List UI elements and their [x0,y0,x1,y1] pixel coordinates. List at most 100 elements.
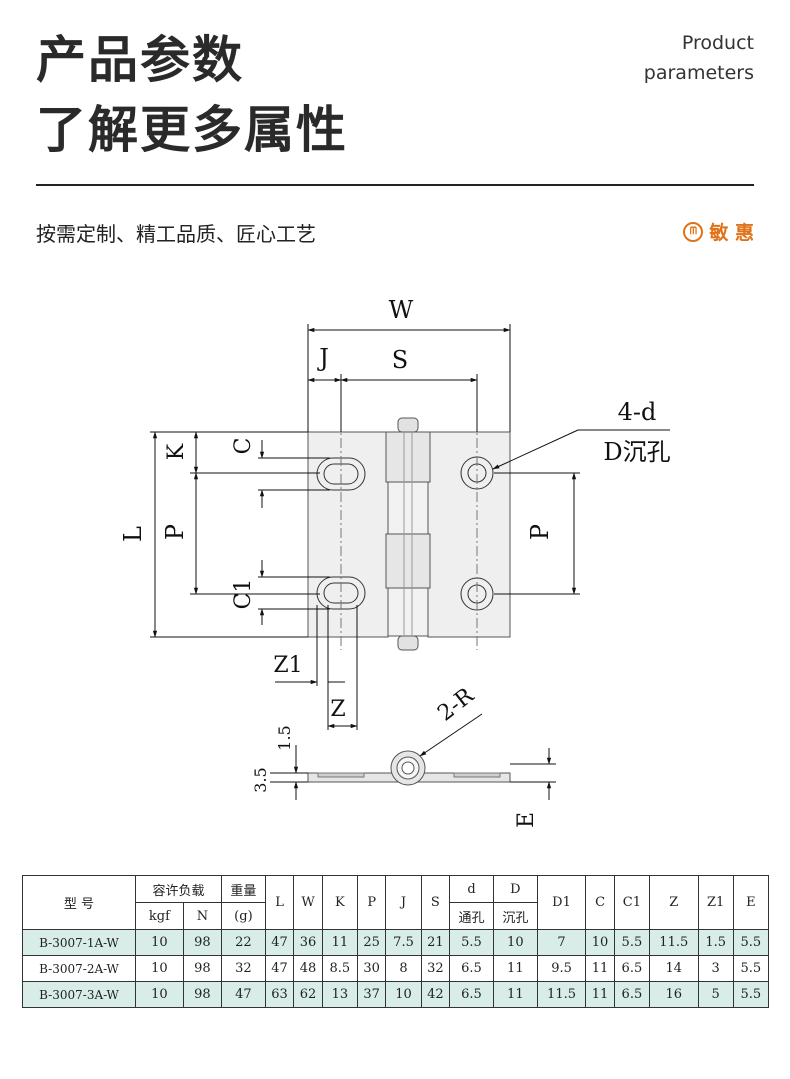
hole-note-line2: D沉孔 [603,438,670,466]
cell: 5 [697,981,734,1008]
cell: 9.5 [536,955,587,982]
cell: 47 [264,929,295,956]
hinge-side-view [307,750,511,786]
cell: 10 [135,981,184,1008]
col-header-c: C [585,875,615,930]
cell: 10 [135,929,184,956]
cell: 47 [221,981,266,1008]
cell: 32 [420,955,451,982]
cell: 10 [385,981,422,1008]
cell: 5.5 [732,929,770,956]
cell: 36 [293,929,323,956]
cell: 10 [135,955,184,982]
dim-label-3-5: 3.5 [251,767,270,792]
english-title-line2: parameters [643,62,754,84]
hinge-knuckles [385,417,431,651]
cell: 10 [492,929,538,956]
col-header-dd: D [492,875,538,903]
col-header-s: S [420,875,451,930]
dim-label-k: K [164,443,189,460]
cell: 8 [385,955,422,982]
dim-label-p-right: P [526,524,554,540]
page-title-line2: 了解更多属性 [36,101,348,159]
header-divider [36,184,754,186]
cell: 3 [697,955,734,982]
hinge-logo-icon: ᗰ [683,221,704,242]
cell: 13 [321,981,358,1008]
english-title-line1: Product [681,32,754,54]
hinge-right-leaf [427,431,511,638]
cell-model: B-3007-2A-W [22,955,136,982]
cell-model: B-3007-3A-W [22,981,136,1008]
cell-model: B-3007-1A-W [22,929,136,956]
col-header-j: J [385,875,422,930]
col-subheader-g: (g) [221,902,266,930]
cell: 98 [182,929,223,956]
cell: 22 [221,929,266,956]
cell: 98 [182,955,223,982]
col-header-z: Z [648,875,699,930]
cell: 5.5 [449,929,494,956]
cell: 63 [264,981,295,1008]
page-title-line1: 产品参数 [36,31,244,89]
cell: 21 [420,929,451,956]
dim-label-z: Z [330,697,345,722]
cell: 1.5 [697,929,734,956]
col-header-d1: D1 [536,875,587,930]
dim-label-c1: C1 [231,579,256,610]
spec-table: 型 号 容许负载 重量 L W K P J S d D D1 C C1 Z Z1… [22,875,770,1008]
table-row: B-3007-3A-W 10 98 47 63 62 13 37 10 42 6… [22,981,770,1008]
cell: 11 [492,955,538,982]
cell: 8.5 [321,955,358,982]
cell: 11 [585,955,615,982]
cell: 7 [536,929,587,956]
cell: 47 [264,955,295,982]
slogan: 按需定制、精工品质、匠心工艺 [36,222,316,246]
col-subheader-kgf: kgf [135,902,184,930]
col-header-w: W [293,875,323,930]
col-subheader-n: N [182,902,223,930]
table-row: B-3007-1A-W 10 98 22 47 36 11 25 7.5 21 … [22,929,770,956]
cell: 6.5 [449,955,494,982]
dim-label-j: J [316,344,329,372]
dim-label-c: C [231,438,256,455]
brand-name: 敏 惠 [709,222,754,244]
cell: 11.5 [536,981,587,1008]
cell: 6.5 [613,955,650,982]
hinge-left-leaf [307,431,389,638]
dim-label-e: E [514,812,539,828]
hinge-technical-drawing: W J S 4-d D沉孔 K C L P P C1 Z1 Z 2-R 1.5 … [119,296,671,828]
dim-label-p-left: P [161,524,189,540]
cell: 5.5 [613,929,650,956]
col-subheader-through-hole: 通孔 [449,902,494,930]
col-header-e: E [732,875,770,930]
cell: 6.5 [449,981,494,1008]
cell: 7.5 [385,929,422,956]
cell: 5.5 [732,981,770,1008]
col-header-k: K [321,875,358,930]
dim-label-z1: Z1 [273,653,302,678]
dim-label-l: L [119,526,147,542]
cell: 32 [221,955,266,982]
cell: 16 [648,981,699,1008]
col-header-l: L [264,875,295,930]
col-header-p: P [356,875,387,930]
col-header-z1: Z1 [697,875,734,930]
dim-label-w: W [389,296,414,324]
col-header-weight: 重量 [221,875,266,903]
dim-label-1-5: 1.5 [275,725,294,750]
cell: 25 [356,929,387,956]
col-header-d: d [449,875,494,903]
cell: 62 [293,981,323,1008]
cell: 6.5 [613,981,650,1008]
table-row: B-3007-2A-W 10 98 32 47 48 8.5 30 8 32 6… [22,955,770,982]
table-subheader-row: kgf N (g) 通孔 沉孔 [23,902,769,930]
cell: 30 [356,955,387,982]
cell: 37 [356,981,387,1008]
dim-label-s: S [392,346,408,374]
cell: 11 [492,981,538,1008]
col-header-model: 型 号 [22,875,136,930]
cell: 48 [293,955,323,982]
cell: 5.5 [732,955,770,982]
table-header-row: 型 号 容许负载 重量 L W K P J S d D D1 C C1 Z Z1… [22,875,770,930]
